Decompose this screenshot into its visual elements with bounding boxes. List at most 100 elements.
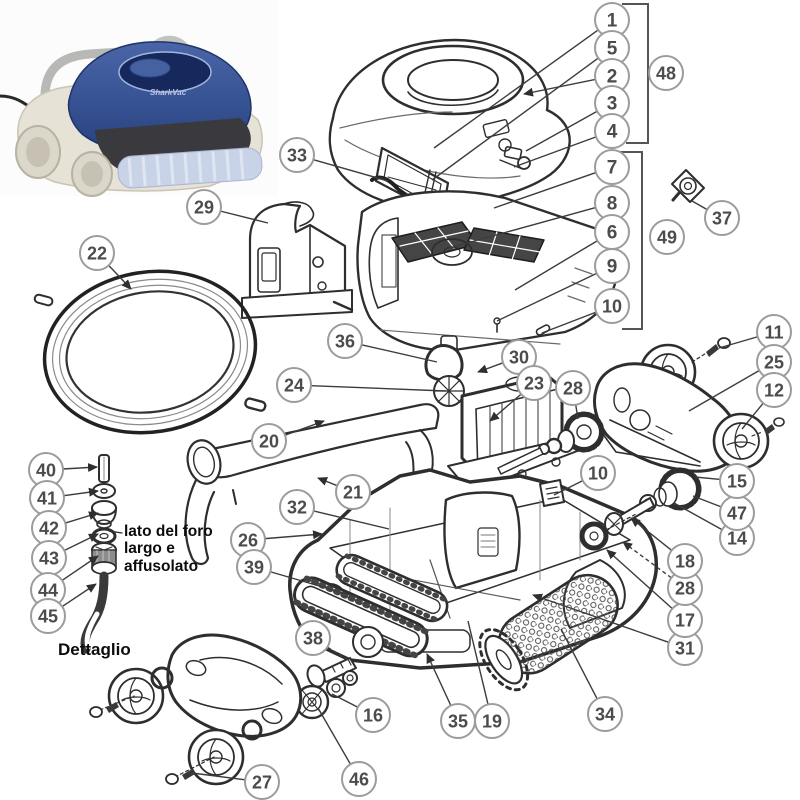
callout-25: 25 [688,344,792,412]
callout-37: 37 [691,200,740,236]
callout-49: 49 [649,219,685,255]
callout-number-32: 32 [287,498,307,518]
leader-line-15 [694,476,721,481]
part-bolt-washers [294,657,358,720]
callout-ring-4 [594,113,630,149]
photo-foam-roller [117,147,263,189]
callout-10-10: 10 [541,288,630,334]
callout-12: 12 [741,372,792,430]
callout-number-1: 1 [607,11,618,32]
callout-42: 42 [31,510,99,546]
callout-39: 39 [236,549,358,598]
leader-line-40 [62,463,98,473]
callout-number-15: 15 [727,472,747,492]
callout-number-7: 7 [607,158,618,179]
leader-line-20 [284,419,325,436]
callout-34: 34 [560,628,623,732]
callout-4: 4 [513,113,630,168]
callout-number-10: 10 [602,297,622,317]
callout-number-23: 23 [524,374,544,394]
part-brush-roller [478,573,619,692]
leader-line-25 [688,369,760,412]
leader-line-22 [108,264,132,290]
leader-line-3 [525,110,598,152]
photo-wheel-front-hub [81,161,103,187]
callout-number-34: 34 [595,705,615,725]
callout-number-4: 4 [607,122,618,143]
callout-ring-18 [667,543,703,579]
callout-16: 16 [331,693,391,733]
photo-lid-handle [129,58,171,78]
bracket-48 [622,3,649,144]
callout-number-44: 44 [38,581,58,601]
leader-line-18 [630,517,673,551]
callout-number-14: 14 [727,529,747,549]
callout-number-45: 45 [38,607,58,627]
part-right-pod [592,337,785,473]
callout-41: 41 [29,480,99,516]
leader-line-5 [431,57,599,181]
callout-10-45: 10 [553,455,616,496]
callout-ring-15 [719,463,755,499]
callout-number-41: 41 [37,489,57,509]
callout-21: 21 [317,474,371,510]
callout-number-19: 19 [482,712,502,732]
leader-line-44 [61,555,99,582]
callout-38: 38 [295,620,349,661]
callout-18: 18 [630,517,703,579]
callout-31: 31 [532,593,703,666]
callout-ring-7 [594,149,630,185]
leader-line-30 [477,362,504,374]
callout-number-3: 3 [607,94,618,115]
leader-line-46 [317,707,352,765]
callout-20: 20 [251,419,325,459]
callout-ring-22 [79,235,115,271]
callout-19: 19 [467,620,510,739]
callout-number-17: 17 [675,611,695,631]
callout-number-33: 33 [287,146,307,166]
callout-number-38: 38 [303,629,323,649]
callout-ring-16 [355,697,391,733]
callout-24: 24 [276,367,447,403]
callout-number-16: 16 [363,706,383,726]
callout-number-36: 36 [335,332,355,352]
callout-15: 15 [694,463,755,499]
callout-number-8: 8 [607,194,618,215]
leader-line-39 [270,571,358,598]
note-line-3: affusolato [124,557,199,575]
callout-48: 48 [648,55,684,91]
leader-line-35 [426,653,452,706]
leader-line-21 [317,477,338,487]
callout-ring-34 [587,696,623,732]
callout-number-9: 9 [607,257,618,278]
leader-line-28 [575,404,579,420]
leader-line-7 [493,171,597,209]
callout-7: 7 [493,149,630,209]
callout-ring-33 [279,137,315,173]
leader-line-12 [741,402,764,430]
callout-number-27: 27 [252,773,272,793]
callout-number-31: 31 [675,639,695,659]
callout-number-28: 28 [675,579,695,599]
callout-3: 3 [525,85,630,152]
part-power-supply [241,201,354,319]
photo-wheel-left-hub [26,137,50,167]
callout-36: 36 [327,323,438,363]
callout-9: 9 [496,248,630,322]
callout-27: 27 [191,764,280,800]
callout-number-21: 21 [343,483,363,503]
callout-33: 33 [279,137,389,182]
callout-number-39: 39 [244,558,264,578]
callout-ring-29 [186,189,222,225]
part-37-flange [671,169,705,203]
callout-number-43: 43 [39,549,59,569]
part-hood [328,38,571,210]
callout-number-30: 30 [509,348,529,368]
callout-45: 45 [30,583,97,634]
callout-number-20: 20 [259,432,279,452]
callout-ring-49 [649,219,685,255]
leader-line-37 [691,200,708,211]
part-middle-body [356,190,620,352]
